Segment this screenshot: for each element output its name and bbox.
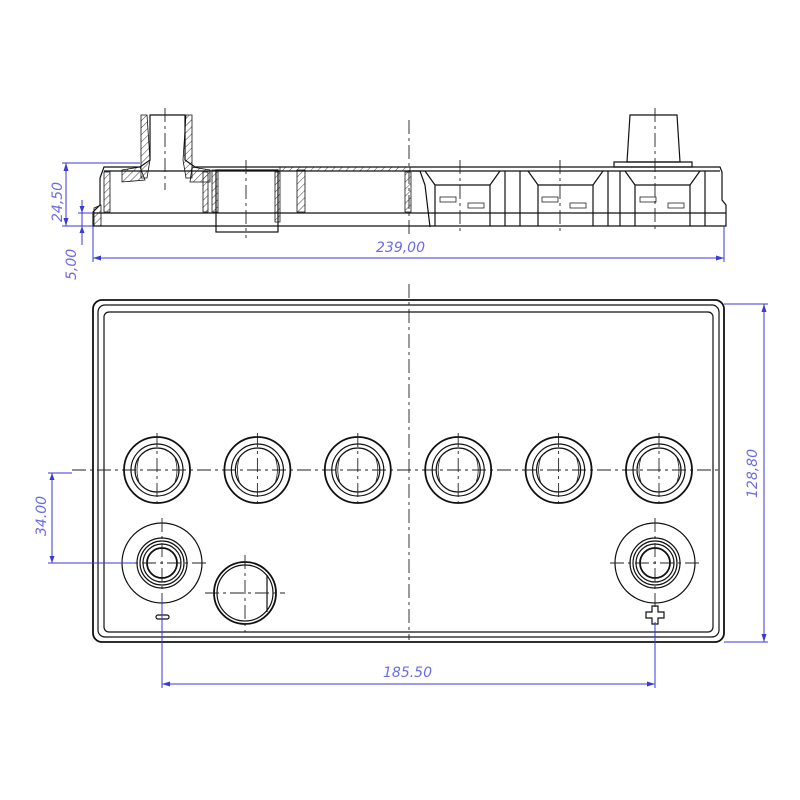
cell-plug [625, 433, 693, 507]
positive-terminal-post-section [613, 108, 693, 232]
cell-compartments-section [412, 160, 706, 235]
positive-terminal [610, 518, 700, 608]
section-view [92, 108, 727, 238]
dimension-overall-height: 24,50 [50, 182, 66, 222]
negative-terminal-post-section [93, 108, 211, 227]
dimension-overall-length: 239,00 [376, 240, 425, 256]
plan-view [72, 284, 725, 643]
dimension-terminal-offset: 34.00 [34, 496, 50, 536]
cell-plug [424, 433, 493, 507]
terminals [117, 518, 700, 608]
cell-plug [323, 433, 392, 507]
plan-dimensions: 128,80 34.00 185.50 [34, 303, 768, 688]
vent-plug [205, 555, 285, 632]
section-dimensions: 24,50 5,00 239,00 [50, 162, 725, 280]
vent-tube-section [211, 160, 412, 238]
cell-plug [123, 433, 191, 507]
plus-sign [645, 605, 665, 625]
dimension-rim-height: 5,00 [64, 249, 80, 280]
cell-plug [524, 433, 593, 507]
dimension-terminal-spacing: 185.50 [383, 665, 432, 681]
cell-plugs [123, 433, 693, 507]
dimension-overall-width: 128,80 [745, 449, 761, 498]
cell-plug [223, 433, 292, 507]
lid-outline [92, 299, 725, 643]
